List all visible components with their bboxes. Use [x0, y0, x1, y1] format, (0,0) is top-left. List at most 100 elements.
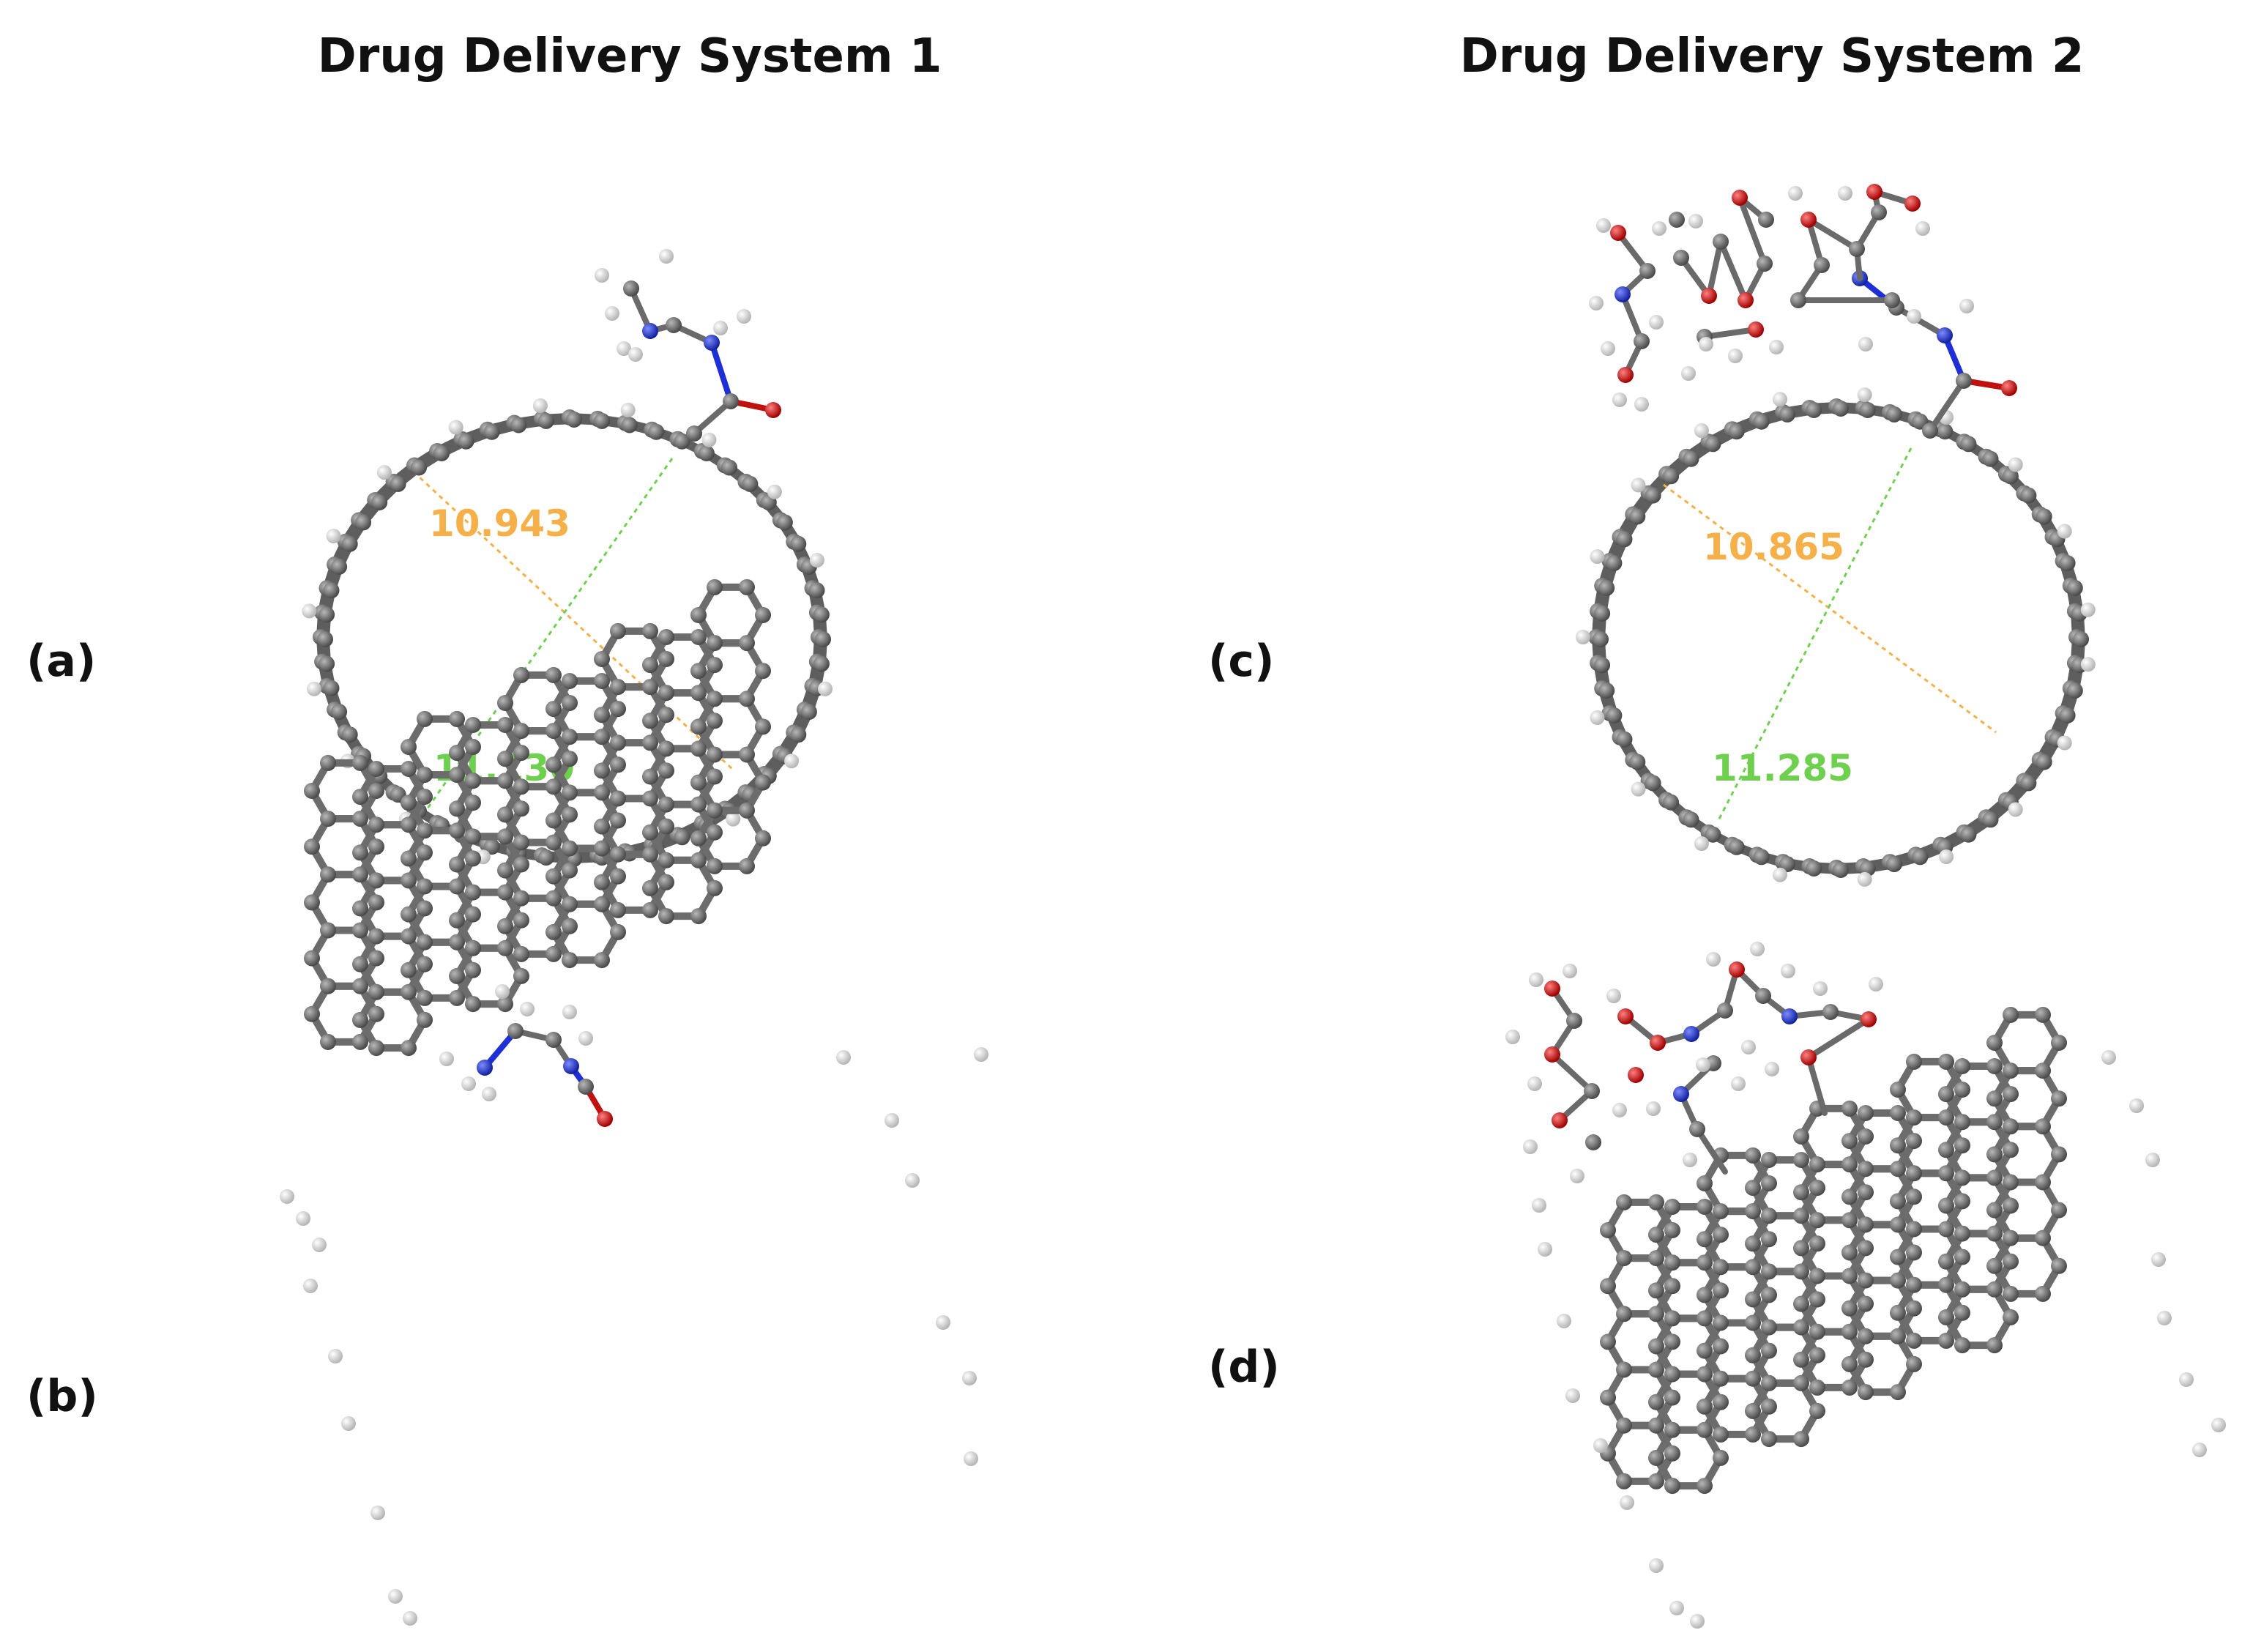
hydrogen-atom — [1741, 1040, 1756, 1054]
carbon-atom — [1890, 1082, 1906, 1098]
carbon-atom — [331, 704, 348, 721]
hydrogen-atom — [628, 347, 643, 362]
carbon-atom — [707, 712, 723, 729]
carbon-atom — [1745, 1235, 1761, 1252]
hydrogen-atom — [1750, 942, 1765, 956]
carbon-atom — [1598, 579, 1615, 596]
oxygen-atom — [1628, 1067, 1644, 1083]
carbon-atom — [465, 961, 481, 978]
carbon-atom — [331, 558, 348, 575]
carbon-atom — [1822, 1004, 1839, 1020]
carbon-atom — [417, 767, 433, 784]
carbon-atom — [658, 685, 674, 702]
hydrogen-atom — [1557, 1314, 1571, 1328]
carbon-atom — [690, 830, 707, 847]
carbon-atom — [1648, 1306, 1664, 1322]
bond — [1702, 327, 1759, 340]
carbon-atom — [1664, 1333, 1680, 1350]
carbon-atom — [1841, 1156, 1858, 1173]
carbon-atom — [658, 852, 674, 868]
oxygen-atom — [1866, 184, 1882, 200]
hydrogen-atom — [1649, 315, 1664, 330]
carbon-atom — [610, 812, 626, 829]
hydrogen-atom — [2211, 1418, 2226, 1432]
carbon-atom — [1809, 1291, 1825, 1308]
carbon-atom — [1793, 1431, 1809, 1448]
carbon-atom — [1793, 1263, 1809, 1280]
hydrogen-atom — [2080, 657, 2096, 672]
hydrogen-atom — [1915, 221, 1930, 236]
bond — [1893, 305, 1948, 338]
carbon-atom — [352, 1033, 368, 1050]
carbon-atom — [1858, 1240, 1874, 1257]
hydrogen-atom — [562, 1005, 577, 1019]
carbon-atom — [1616, 1417, 1632, 1434]
carbon-atom — [2003, 1006, 2019, 1023]
carbon-atom — [352, 922, 368, 939]
carbon-atom — [1954, 1225, 1970, 1242]
carbon-atom — [1938, 1197, 1954, 1214]
carbon-atom — [465, 717, 481, 733]
carbon-atom — [610, 622, 626, 639]
carbon-atom — [1906, 1109, 1922, 1126]
carbon-atom — [2059, 555, 2076, 571]
carbon-atom — [1697, 1254, 1713, 1271]
carbon-atom — [497, 773, 513, 789]
carbon-atom — [1841, 1212, 1858, 1229]
carbon-atom — [1713, 1314, 1729, 1331]
carbon-atom — [658, 651, 674, 667]
carbon-atom — [1922, 423, 1938, 439]
carbon-atom — [483, 423, 500, 440]
carbon-atom — [417, 1011, 433, 1028]
hydrogen-atom — [1532, 1198, 1546, 1213]
title-system-1: Drug Delivery System 1 — [317, 29, 942, 83]
carbon-atom — [610, 868, 626, 885]
carbon-atom — [1858, 1328, 1874, 1344]
carbon-atom — [545, 868, 562, 885]
carbon-atom — [1669, 212, 1685, 228]
oxygen-atom — [1800, 1049, 1817, 1065]
carbon-atom — [1809, 1323, 1825, 1340]
carbon-atom — [1697, 1231, 1713, 1248]
carbon-atom — [1717, 1002, 1733, 1019]
carbon-atom — [642, 679, 658, 696]
carbon-atom — [1793, 1240, 1809, 1257]
carbon-atom — [368, 761, 384, 777]
nitrogen-atom — [1937, 327, 1953, 343]
carbon-atom — [465, 828, 481, 845]
carbon-atom — [562, 952, 578, 969]
carbon-atom — [545, 812, 562, 829]
carbon-atom — [594, 896, 610, 912]
carbon-atom — [674, 433, 690, 450]
carbon-atom — [401, 928, 417, 945]
carbon-atom — [2036, 508, 2052, 525]
carbon-atom — [352, 1011, 368, 1028]
bond — [1549, 1052, 1595, 1094]
carbon-atom — [1806, 402, 1822, 418]
carbon-atom — [1645, 487, 1661, 504]
carbon-atom — [2036, 754, 2052, 770]
carbon-atom — [610, 701, 626, 718]
bond — [1694, 1126, 1728, 1175]
oxygen-atom — [1544, 1046, 1560, 1063]
carbon-atom — [707, 879, 723, 896]
carbon-atom — [401, 961, 417, 978]
carbon-atom — [1728, 838, 1745, 855]
carbon-atom — [497, 806, 513, 823]
carbon-atom — [401, 761, 417, 777]
carbon-atom — [739, 857, 755, 874]
carbon-atom — [449, 710, 465, 727]
carbon-atom — [465, 773, 481, 789]
carbon-atom — [1793, 1319, 1809, 1336]
carbon-atom — [417, 878, 433, 895]
carbon-atom — [449, 767, 465, 784]
carbon-atom — [658, 740, 674, 757]
carbon-atom — [642, 846, 658, 863]
nitrogen-atom — [642, 323, 658, 339]
carbon-atom — [755, 663, 771, 680]
carbon-atom — [690, 663, 707, 680]
carbon-atom — [658, 762, 674, 779]
carbon-atom — [1648, 1250, 1664, 1267]
carbon-atom — [417, 844, 433, 861]
carbon-atom — [1906, 1053, 1922, 1070]
